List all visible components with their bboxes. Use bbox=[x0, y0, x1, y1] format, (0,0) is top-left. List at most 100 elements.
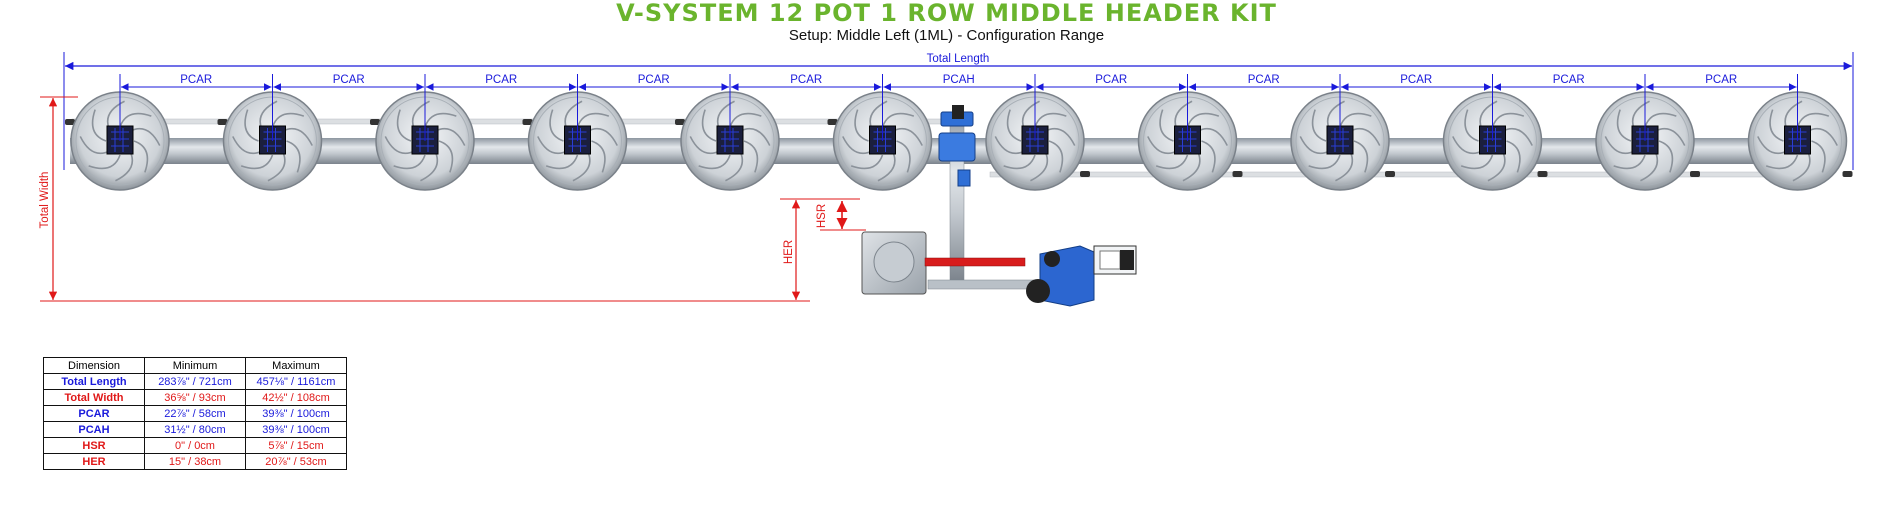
pot-vane bbox=[424, 112, 457, 128]
pot bbox=[1747, 91, 1853, 191]
pot-vane bbox=[1491, 112, 1525, 128]
pot-vane bbox=[896, 140, 911, 173]
minimum-cell: 283⅞" / 721cm bbox=[144, 373, 246, 390]
maximum-cell: 42½" / 108cm bbox=[245, 389, 347, 406]
hsr-label: HSR bbox=[816, 204, 828, 228]
spacing-label: PCAR bbox=[333, 74, 365, 86]
reservoir-lid bbox=[873, 241, 915, 283]
pot-vane bbox=[1003, 154, 1036, 170]
pot-vane bbox=[881, 112, 915, 128]
dimension-cell: Total Width bbox=[43, 389, 145, 406]
drip-fitting bbox=[1232, 171, 1243, 177]
dimension-cell: HSR bbox=[43, 437, 145, 454]
her-label: HER bbox=[783, 240, 795, 264]
drip-fitting bbox=[370, 119, 380, 125]
blue-tee-body bbox=[938, 132, 976, 162]
pot bbox=[217, 91, 323, 191]
pot-vane bbox=[850, 154, 884, 170]
pot-vane bbox=[1506, 140, 1521, 173]
pot-vane bbox=[1308, 154, 1341, 170]
pot-vane bbox=[701, 109, 717, 142]
column-header-minimum: Minimum bbox=[144, 357, 246, 374]
pot-vane bbox=[1460, 154, 1494, 170]
minimum-cell: 22⅞" / 58cm bbox=[144, 405, 246, 422]
pot-vane bbox=[698, 154, 731, 170]
minimum-cell: 31½" / 80cm bbox=[144, 421, 246, 438]
total-width-label: Total Width bbox=[39, 172, 51, 229]
page-subtitle: Setup: Middle Left (1ML) - Configuration… bbox=[788, 27, 1105, 44]
pot bbox=[827, 91, 933, 191]
minimum-cell: 15" / 38cm bbox=[144, 453, 246, 470]
page-title: V-SYSTEM 12 POT 1 ROW MIDDLE HEADER KIT bbox=[616, 0, 1277, 27]
pot-vane bbox=[1353, 140, 1369, 173]
pot-vane bbox=[1006, 109, 1022, 142]
total-length-label: Total Length bbox=[927, 53, 990, 65]
drip-fitting bbox=[65, 119, 75, 125]
maximum-cell: 457⅛" / 1161cm bbox=[245, 373, 347, 390]
drip-fitting bbox=[522, 119, 533, 125]
pot-vane bbox=[1644, 112, 1677, 128]
drip-fitting bbox=[827, 119, 838, 125]
pot-vane bbox=[1613, 154, 1646, 170]
pot-vane bbox=[271, 112, 305, 128]
drip-fitting bbox=[1690, 171, 1700, 177]
pot-vane bbox=[244, 109, 259, 142]
spacing-label: PCAR bbox=[1095, 74, 1127, 86]
pot-vane bbox=[854, 109, 869, 142]
table-header-row: Dimension Minimum Maximum bbox=[43, 357, 347, 374]
maximum-cell: 5⅞" / 15cm bbox=[245, 437, 347, 454]
pot-vane bbox=[1155, 154, 1189, 170]
pot-vane bbox=[1186, 112, 1220, 128]
return-line-bottom bbox=[989, 171, 1831, 178]
pot bbox=[65, 91, 170, 191]
drip-fitting bbox=[1842, 171, 1853, 177]
pot-vane bbox=[1201, 140, 1216, 173]
controller-face bbox=[1099, 250, 1121, 270]
spacing-label: PCAR bbox=[180, 74, 212, 86]
pot-vane bbox=[133, 140, 149, 173]
pump bbox=[1026, 279, 1050, 303]
grey-return-pipe bbox=[927, 279, 1039, 290]
blue-valve bbox=[957, 169, 971, 187]
pot-vane bbox=[1796, 112, 1830, 128]
return-line-top bbox=[71, 118, 943, 125]
pot-vane bbox=[1769, 109, 1784, 142]
header-assembly bbox=[861, 105, 1137, 307]
pot-vane bbox=[286, 140, 301, 173]
dimension-cell: PCAR bbox=[43, 405, 145, 422]
maximum-cell: 39⅜" / 100cm bbox=[245, 421, 347, 438]
drip-fitting bbox=[1385, 171, 1395, 177]
spacing-label: PCAR bbox=[1705, 74, 1737, 86]
pot bbox=[370, 91, 475, 191]
spacing-label: PCAR bbox=[1248, 74, 1280, 86]
pot-vane bbox=[1464, 109, 1479, 142]
pot-vane bbox=[576, 112, 610, 128]
pot-vane bbox=[729, 112, 762, 128]
pot-vane bbox=[545, 154, 579, 170]
pots-row bbox=[65, 91, 1853, 191]
pot bbox=[1442, 91, 1548, 191]
spacing-label: PCAR bbox=[790, 74, 822, 86]
minimum-cell: 0" / 0cm bbox=[144, 437, 246, 454]
pot-vane bbox=[1811, 140, 1826, 173]
pot-vane bbox=[393, 154, 426, 170]
pot-vane bbox=[591, 140, 606, 173]
pot bbox=[522, 91, 628, 191]
pot-vane bbox=[396, 109, 412, 142]
pot-vane bbox=[240, 154, 274, 170]
column-header-maximum: Maximum bbox=[245, 357, 347, 374]
valve-knob bbox=[1044, 251, 1060, 267]
pot-vane bbox=[91, 109, 107, 142]
pot-vane bbox=[1311, 109, 1327, 142]
dimension-cell: Total Length bbox=[43, 373, 145, 390]
spacing-label: PCAR bbox=[638, 74, 670, 86]
